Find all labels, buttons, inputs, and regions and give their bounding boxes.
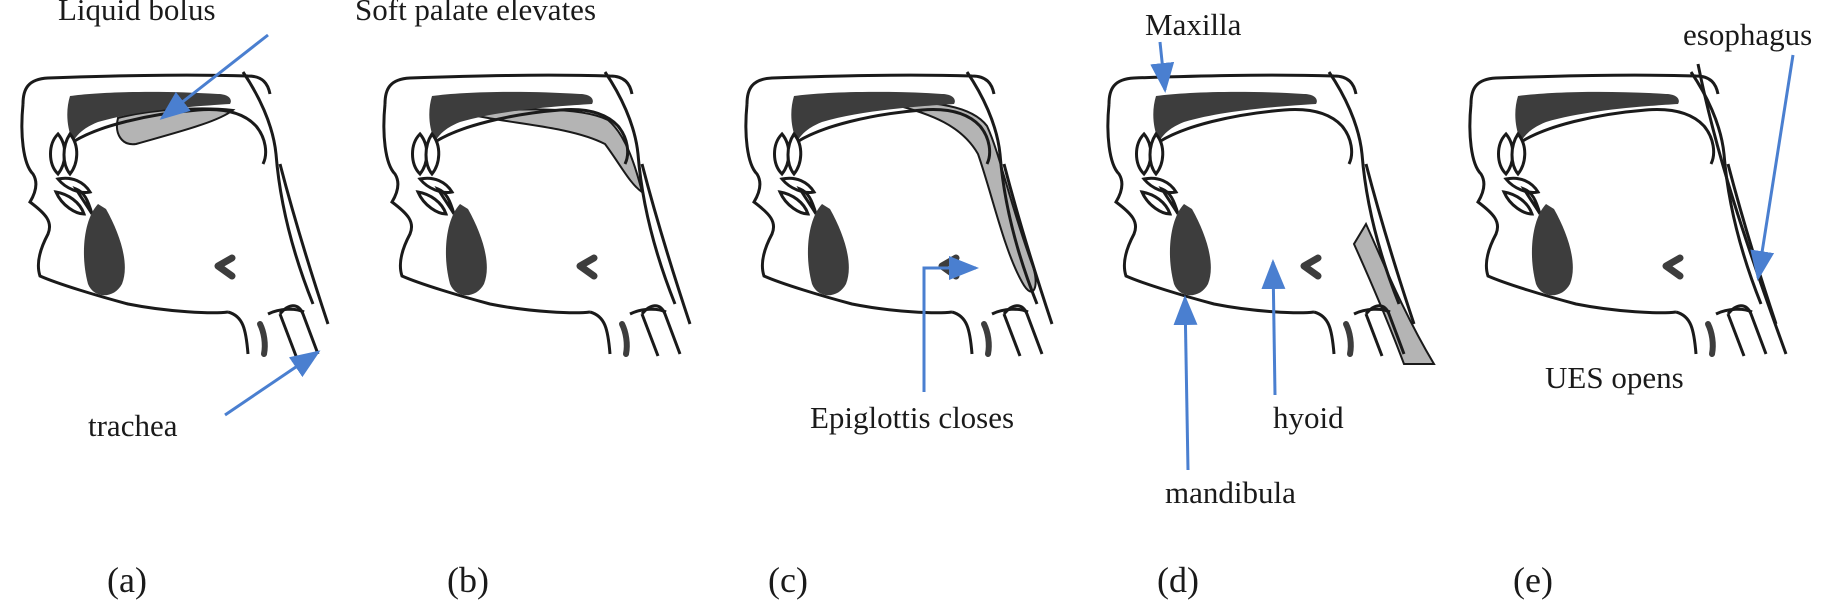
label-trachea: trachea bbox=[88, 408, 178, 443]
panel-b bbox=[384, 72, 690, 356]
label-liquid-bolus: Liquid bolus bbox=[58, 0, 216, 27]
caption-e: (e) bbox=[1513, 560, 1553, 600]
caption-c: (c) bbox=[768, 560, 808, 600]
label-maxilla: Maxilla bbox=[1145, 7, 1242, 42]
esophagus-outline bbox=[1696, 63, 1788, 355]
label-epiglottis: Epiglottis closes bbox=[810, 400, 1014, 435]
caption-b: (b) bbox=[447, 560, 489, 600]
arrow-maxilla bbox=[1150, 41, 1175, 93]
label-soft-palate: Soft palate elevates bbox=[355, 0, 596, 27]
caption-a: (a) bbox=[107, 560, 147, 600]
arrow-epiglottis bbox=[922, 256, 979, 392]
label-esophagus: esophagus bbox=[1683, 17, 1812, 52]
label-mandibula: mandibula bbox=[1165, 475, 1296, 510]
head-outline-e bbox=[1470, 72, 1776, 356]
arrow-trachea bbox=[224, 350, 321, 417]
panels bbox=[22, 63, 1788, 365]
label-hyoid: hyoid bbox=[1273, 400, 1344, 435]
arrow-hyoid bbox=[1261, 259, 1286, 396]
bolus-b bbox=[467, 108, 644, 195]
panel-e bbox=[1470, 63, 1788, 356]
label-ues: UES opens bbox=[1545, 360, 1684, 395]
arrow-liquid-bolus bbox=[159, 33, 269, 120]
panel-a bbox=[22, 72, 328, 356]
panel-d bbox=[1108, 72, 1436, 365]
panel-c bbox=[746, 72, 1052, 356]
caption-d: (d) bbox=[1157, 560, 1199, 600]
arrow-esophagus bbox=[1750, 54, 1795, 281]
arrow-mandibula bbox=[1173, 295, 1198, 471]
head-outline-d bbox=[1108, 72, 1414, 356]
